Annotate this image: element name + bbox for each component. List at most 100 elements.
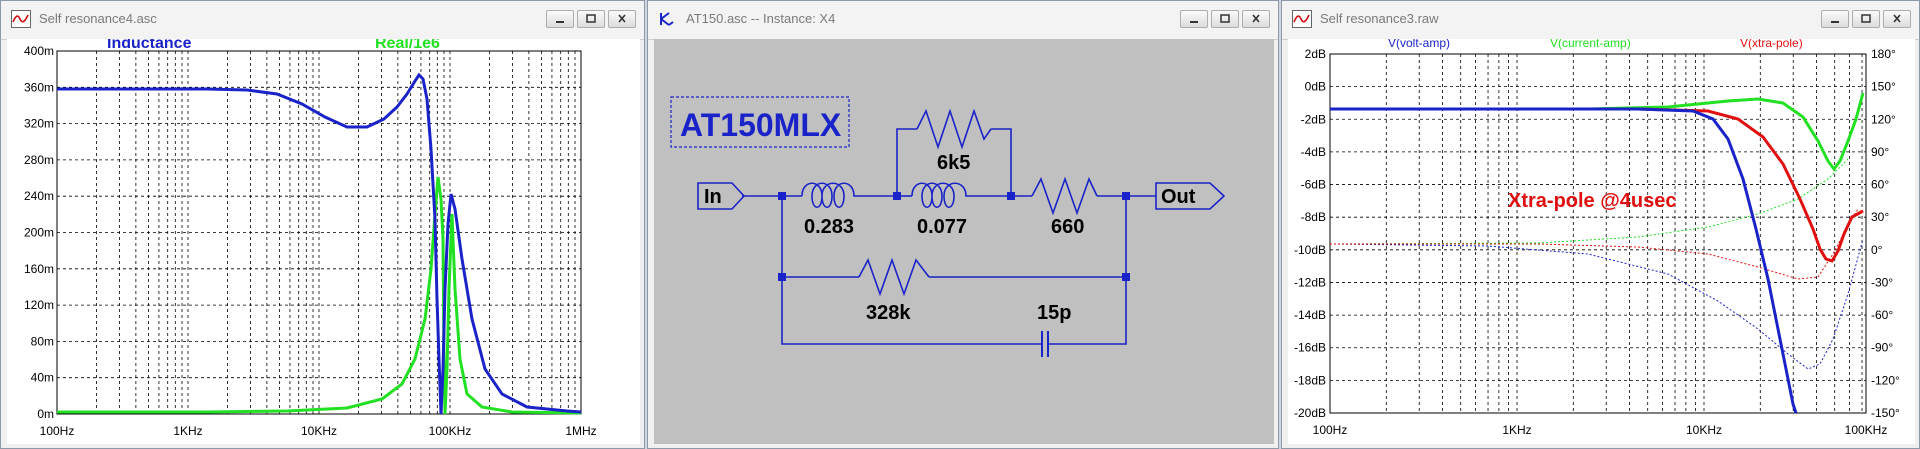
y-tick-label-right: 0° — [1871, 243, 1883, 257]
trace-real — [57, 176, 582, 415]
y-tick-label: 400m — [24, 44, 54, 58]
schematic-svg[interactable]: AT150MLX — [654, 39, 1274, 444]
y-tick-label-left: -14dB — [1294, 308, 1326, 322]
window-title: AT150.asc -- Instance: X4 — [686, 11, 836, 26]
y-tick-label-left: -16dB — [1294, 341, 1326, 355]
maximize-button[interactable] — [1852, 10, 1880, 28]
port-out-label: Out — [1161, 186, 1196, 208]
y-tick-label-left: -8dB — [1301, 210, 1326, 224]
resistor-r-shunt — [858, 257, 930, 297]
plot-left-svg[interactable]: 0m40m80m120m160m200m240m280m320m360m400m… — [7, 35, 640, 444]
y-tick-label-right: -90° — [1871, 341, 1893, 355]
x-tick-label: 100KHz — [429, 424, 472, 438]
schematic-title: AT150MLX — [680, 107, 842, 143]
maximize-button[interactable] — [1211, 10, 1239, 28]
close-button[interactable] — [1242, 10, 1270, 28]
trace-volt-amp — [1330, 107, 1798, 414]
port-in-label: In — [704, 186, 722, 208]
waveform-icon — [11, 10, 31, 28]
plot-right-svg[interactable]: 2dB0dB-2dB-4dB-6dB-8dB-10dB-12dB-14dB-16… — [1288, 36, 1915, 444]
resistor-r-series — [1031, 176, 1098, 216]
y-tick-label: 360m — [24, 80, 54, 94]
y-tick-label-right: 180° — [1871, 47, 1896, 61]
y-tick-label-right: -120° — [1871, 373, 1900, 387]
y-tick-label-right: -60° — [1871, 308, 1893, 322]
trace-xtra-pole-phase — [1330, 208, 1859, 280]
schematic-window[interactable]: AT150.asc -- Instance: X4 AT150MLX — [647, 0, 1279, 449]
junction-dots — [778, 192, 1130, 281]
inductor-l2 — [911, 182, 975, 209]
maximize-button[interactable] — [577, 10, 605, 28]
titlebar-left[interactable]: Self resonance4.asc — [1, 1, 644, 40]
y-tick-label-right: -150° — [1871, 406, 1900, 420]
y-tick-label-left: 0dB — [1305, 80, 1326, 94]
label-r-shunt: 328k — [866, 302, 911, 324]
resistor-r-parallel — [916, 108, 992, 150]
port-out-flag[interactable] — [1155, 182, 1226, 210]
titlebar-middle[interactable]: AT150.asc -- Instance: X4 — [648, 1, 1278, 40]
minimize-button[interactable] — [546, 10, 574, 28]
y-tick-label: 320m — [24, 117, 54, 131]
y-tick-label: 0m — [37, 407, 54, 421]
x-tick-label: 1MHz — [565, 424, 596, 438]
label-l2: 0.077 — [917, 216, 967, 238]
minimize-button[interactable] — [1821, 10, 1849, 28]
x-tick-label: 100Hz — [1313, 423, 1348, 437]
label-l1: 0.283 — [804, 216, 854, 238]
capacitor-c-shunt — [1041, 331, 1049, 357]
trace-xtra-pole — [1330, 107, 1864, 263]
y-tick-label: 240m — [24, 189, 54, 203]
window-title: Self resonance4.asc — [39, 11, 157, 26]
y-tick-label-left: 2dB — [1305, 47, 1326, 61]
x-tick-label: 1KHz — [1502, 423, 1531, 437]
schematic-icon — [660, 12, 674, 26]
x-tick-label: 1KHz — [173, 424, 202, 438]
trace-current-amp-phase — [1329, 158, 1849, 245]
y-tick-label-left: -2dB — [1301, 112, 1326, 126]
label-r-parallel: 6k5 — [937, 152, 970, 174]
y-tick-label: 80m — [31, 334, 54, 348]
trace-volt-amp-phase — [1329, 238, 1864, 370]
y-tick-label-right: 30° — [1871, 210, 1889, 224]
y-tick-label: 280m — [24, 153, 54, 167]
label-c-shunt: 15p — [1037, 302, 1071, 324]
y-tick-label-right: 60° — [1871, 178, 1889, 192]
x-tick-label: 10KHz — [1686, 423, 1722, 437]
y-tick-label-right: 120° — [1871, 112, 1896, 126]
trace-label-current-amp: V(current-amp) — [1550, 39, 1631, 50]
trace-current-amp — [1330, 92, 1865, 172]
minimize-button[interactable] — [1180, 10, 1208, 28]
y-tick-label: 120m — [24, 298, 54, 312]
titlebar-right[interactable]: Self resonance3.raw — [1282, 1, 1919, 40]
close-button[interactable] — [1883, 10, 1911, 28]
close-button[interactable] — [608, 10, 636, 28]
y-tick-label-right: 90° — [1871, 145, 1889, 159]
trace-label-xtra-pole: V(xtra-pole) — [1740, 39, 1803, 50]
title-box — [670, 96, 850, 148]
y-tick-label: 160m — [24, 262, 54, 276]
waveform-icon — [1292, 10, 1312, 28]
y-tick-label: 40m — [31, 371, 54, 385]
trace-inductance — [57, 72, 582, 415]
label-r-series: 660 — [1051, 216, 1084, 238]
y-tick-label-left: -4dB — [1301, 145, 1326, 159]
y-tick-label-right: 150° — [1871, 80, 1896, 94]
y-tick-label-left: -18dB — [1294, 373, 1326, 387]
window-title: Self resonance3.raw — [1320, 11, 1439, 26]
trace-label-volt-amp: V(volt-amp) — [1388, 39, 1450, 50]
x-tick-label: 100KHz — [1845, 423, 1888, 437]
y-tick-label-left: -10dB — [1294, 243, 1326, 257]
y-tick-label-left: -20dB — [1294, 406, 1326, 420]
plot-window-right[interactable]: Self resonance3.raw 2dB 0dB -2dB -4dB -6dB -8… — [1281, 0, 1920, 449]
trace-label-inductance: Inductance — [107, 39, 192, 52]
port-in-flag[interactable] — [697, 182, 746, 210]
annotation-xtra-pole: Xtra-pole @4usec — [1508, 190, 1676, 212]
y-tick-label-left: -6dB — [1301, 178, 1326, 192]
trace-label-real: Real/1e6 — [375, 39, 440, 52]
x-tick-label: 100Hz — [40, 424, 75, 438]
inductor-l1 — [801, 182, 864, 209]
schematic-canvas[interactable]: AT150MLX — [654, 39, 1274, 444]
